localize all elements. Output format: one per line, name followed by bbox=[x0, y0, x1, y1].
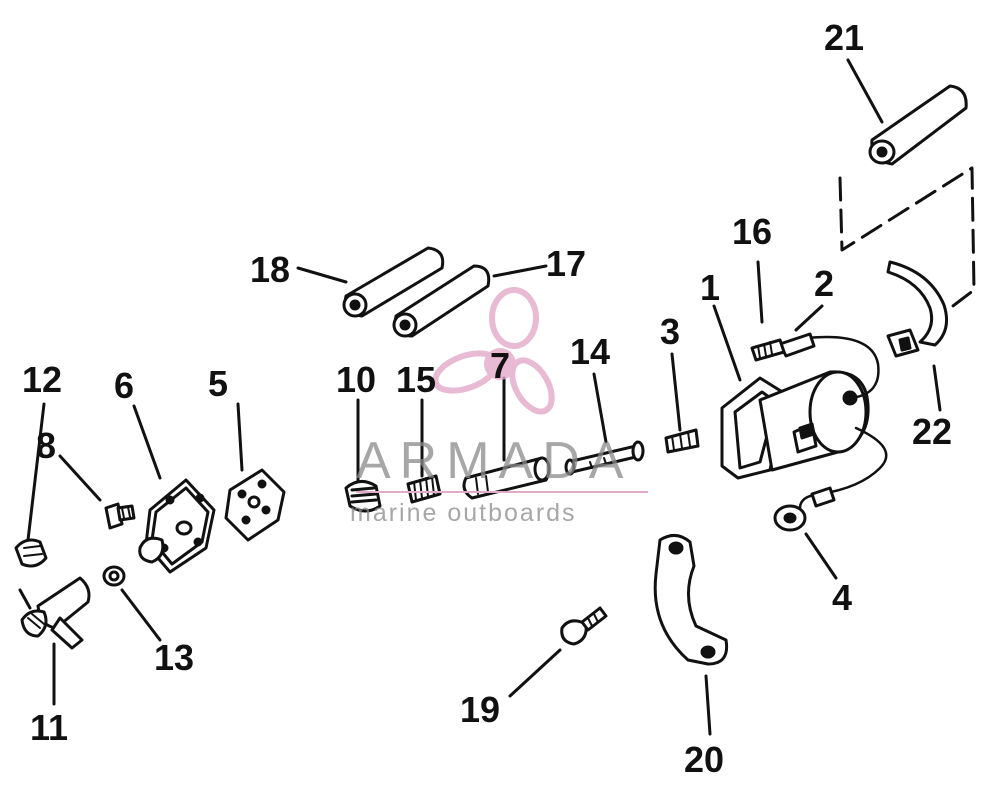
part-15-spring bbox=[406, 474, 442, 504]
part-6-cover bbox=[138, 478, 216, 574]
part-13-o-ring bbox=[102, 565, 126, 587]
callout-18: 18 bbox=[250, 249, 290, 290]
part-1-solenoid bbox=[720, 370, 870, 480]
callout-16: 16 bbox=[732, 211, 772, 252]
part-21-sleeve bbox=[868, 84, 968, 166]
callout-4: 4 bbox=[832, 577, 852, 618]
part-12-cap bbox=[14, 538, 48, 568]
callouts: 21 16 2 1 17 18 3 14 7 15 10 12 6 5 8 22… bbox=[22, 17, 952, 780]
part-17-sleeve bbox=[392, 264, 491, 338]
part-14-pin bbox=[564, 440, 645, 476]
part-4-ground-wire bbox=[773, 426, 888, 532]
callout-6: 6 bbox=[114, 365, 134, 406]
callout-11: 11 bbox=[30, 707, 68, 748]
propeller-logo-icon bbox=[432, 287, 555, 415]
callout-14: 14 bbox=[570, 331, 610, 372]
callout-3: 3 bbox=[660, 311, 680, 352]
callout-1: 1 bbox=[700, 267, 720, 308]
callout-20: 20 bbox=[684, 739, 724, 780]
part-11-valve bbox=[20, 576, 91, 650]
callout-7: 5 bbox=[208, 363, 228, 404]
callout-2: 2 bbox=[814, 263, 834, 304]
callout-19: 19 bbox=[460, 689, 500, 730]
dashed-bracket bbox=[838, 166, 976, 314]
watermark-tagline: marine outboards bbox=[350, 499, 577, 527]
part-10-nut bbox=[344, 480, 382, 513]
callout-15: 15 bbox=[396, 359, 436, 400]
callout-13: 13 bbox=[154, 637, 194, 678]
part-16-terminal bbox=[750, 338, 786, 362]
callout-22: 22 bbox=[912, 411, 952, 452]
part-19-bolt bbox=[560, 606, 608, 646]
part-18-sleeve bbox=[342, 246, 445, 318]
watermark: ARMADA marine outboards bbox=[350, 287, 648, 527]
part-7-gasket bbox=[224, 468, 286, 542]
part-5-screw bbox=[104, 502, 136, 530]
callout-5: 8 bbox=[36, 425, 56, 466]
part-20-bracket bbox=[653, 534, 729, 666]
callout-17: 17 bbox=[546, 243, 586, 284]
leader-lines bbox=[18, 58, 942, 736]
callout-8: 7 bbox=[490, 345, 510, 386]
part-22-clamp bbox=[886, 260, 948, 358]
callout-21: 21 bbox=[824, 17, 864, 58]
callout-12: 12 bbox=[22, 359, 62, 400]
callout-10: 10 bbox=[336, 359, 376, 400]
watermark-brand: ARMADA bbox=[356, 432, 632, 490]
part-3-spring bbox=[664, 428, 700, 454]
